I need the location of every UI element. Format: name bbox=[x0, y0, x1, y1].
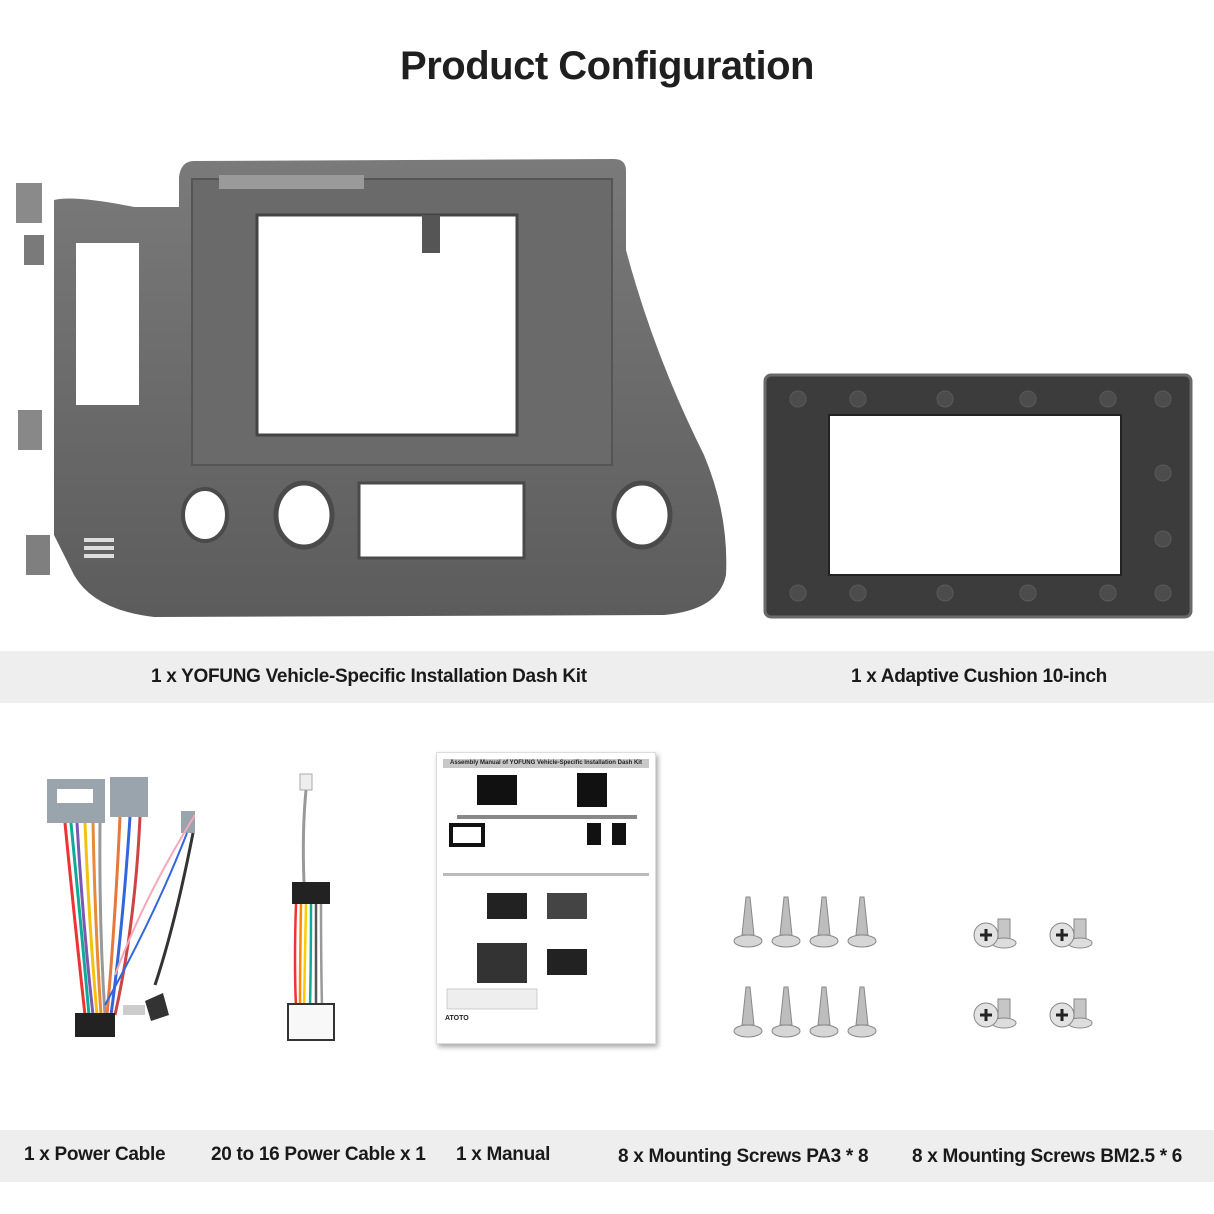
caption-power-cable: 1 x Power Cable bbox=[24, 1144, 166, 1165]
page-title: Product Configuration bbox=[400, 44, 814, 88]
manual-brand: ATOTO bbox=[445, 1015, 469, 1022]
caption-screws-pa3: 8 x Mounting Screws PA3 * 8 bbox=[618, 1146, 869, 1167]
power-cable-image bbox=[45, 775, 195, 1040]
screws-pa3-image bbox=[732, 895, 882, 1045]
adaptive-cushion-image bbox=[763, 373, 1193, 619]
caption-screws-bm25: 8 x Mounting Screws BM2.5 * 6 bbox=[912, 1146, 1183, 1167]
manual-image: Assembly Manual of YOFUNG Vehicle-Specif… bbox=[436, 752, 656, 1044]
screws-bm25-image bbox=[972, 915, 1122, 1045]
dash-kit-image bbox=[14, 155, 734, 635]
adapter-cable-image bbox=[282, 772, 340, 1042]
caption-dash-kit: 1 x YOFUNG Vehicle-Specific Installation… bbox=[151, 666, 587, 687]
caption-adapter-cable: 20 to 16 Power Cable x 1 bbox=[211, 1144, 426, 1165]
caption-band-row1 bbox=[0, 651, 1214, 703]
caption-band-row2 bbox=[0, 1130, 1214, 1182]
manual-heading: Assembly Manual of YOFUNG Vehicle-Specif… bbox=[443, 759, 649, 768]
caption-manual: 1 x Manual bbox=[456, 1144, 551, 1165]
caption-adaptive-cushion: 1 x Adaptive Cushion 10-inch bbox=[851, 666, 1107, 687]
